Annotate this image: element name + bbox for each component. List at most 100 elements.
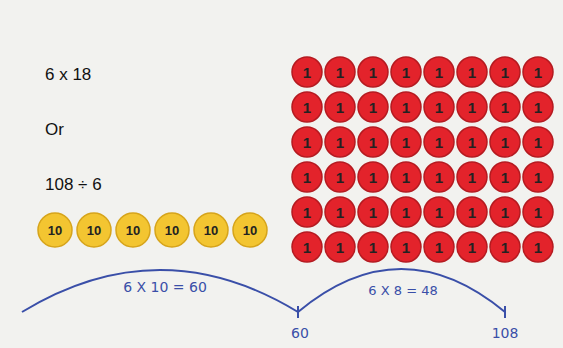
counter-value: 10	[193, 212, 229, 248]
one-counter: 1	[357, 56, 389, 88]
one-counter: 1	[357, 91, 389, 123]
arc-label: 6 X 10 = 60	[123, 279, 207, 295]
counter-value: 1	[456, 91, 488, 123]
counter-disc	[292, 197, 322, 227]
counter-value: 1	[357, 126, 389, 158]
counter-value: 1	[324, 56, 356, 88]
counter-disc	[490, 232, 520, 262]
counter-value: 1	[390, 161, 422, 193]
one-counter: 1	[324, 196, 356, 228]
counter-value: 1	[522, 126, 554, 158]
counter-disc	[391, 162, 421, 192]
counter-value: 1	[357, 91, 389, 123]
number-line-value: 108	[492, 325, 519, 341]
one-counter: 1	[522, 196, 554, 228]
counter-disc	[358, 57, 388, 87]
counter-value: 1	[390, 91, 422, 123]
counter-value: 1	[423, 161, 455, 193]
counter-value: 1	[324, 231, 356, 263]
counter-disc	[194, 213, 228, 247]
ten-counter: 10	[193, 212, 229, 248]
counter-disc	[391, 127, 421, 157]
counter-disc	[457, 197, 487, 227]
counter-value: 1	[324, 196, 356, 228]
counter-disc	[325, 162, 355, 192]
one-counter: 1	[489, 126, 521, 158]
one-counter: 1	[522, 126, 554, 158]
one-counter: 1	[489, 91, 521, 123]
counter-disc	[424, 197, 454, 227]
one-counter: 1	[390, 231, 422, 263]
counter-disc	[391, 232, 421, 262]
counter-value: 1	[291, 196, 323, 228]
one-counter: 1	[456, 91, 488, 123]
counter-value: 1	[456, 196, 488, 228]
counter-disc	[490, 162, 520, 192]
one-counter: 1	[357, 231, 389, 263]
number-line-tick	[297, 306, 299, 318]
counter-disc	[523, 57, 553, 87]
one-counter: 1	[291, 161, 323, 193]
counter-value: 1	[357, 196, 389, 228]
counter-value: 1	[522, 91, 554, 123]
counter-disc	[358, 162, 388, 192]
counter-disc	[457, 57, 487, 87]
counter-value: 1	[291, 91, 323, 123]
counter-disc	[292, 127, 322, 157]
counter-value: 1	[489, 126, 521, 158]
counter-value: 10	[37, 212, 73, 248]
counter-value: 1	[456, 126, 488, 158]
one-counter: 1	[456, 196, 488, 228]
one-counter: 1	[522, 161, 554, 193]
counter-disc	[358, 127, 388, 157]
problem-text: 6 x 18	[45, 65, 91, 85]
counter-value: 10	[76, 212, 112, 248]
counter-value: 10	[232, 212, 268, 248]
one-counter: 1	[357, 161, 389, 193]
counter-value: 1	[423, 231, 455, 263]
counter-disc	[457, 162, 487, 192]
one-counter: 1	[489, 231, 521, 263]
counter-disc	[292, 232, 322, 262]
ten-counter: 10	[115, 212, 151, 248]
one-counter: 1	[456, 231, 488, 263]
counter-value: 1	[522, 56, 554, 88]
counter-disc	[155, 213, 189, 247]
counter-disc	[391, 197, 421, 227]
one-counter: 1	[456, 56, 488, 88]
counter-disc	[116, 213, 150, 247]
problem-text: Or	[45, 120, 64, 140]
counter-value: 1	[357, 161, 389, 193]
one-counter: 1	[522, 91, 554, 123]
counter-value: 1	[324, 126, 356, 158]
number-line-tick	[504, 306, 506, 318]
counter-disc	[292, 162, 322, 192]
counter-value: 1	[390, 196, 422, 228]
counter-value: 1	[522, 161, 554, 193]
counter-value: 1	[390, 126, 422, 158]
counter-disc	[523, 127, 553, 157]
counter-disc	[424, 92, 454, 122]
counter-disc	[292, 57, 322, 87]
counter-value: 1	[423, 56, 455, 88]
one-counter: 1	[456, 161, 488, 193]
counter-value: 1	[423, 196, 455, 228]
counter-value: 1	[456, 56, 488, 88]
counter-disc	[325, 197, 355, 227]
arc-label: 6 X 8 = 48	[368, 283, 437, 298]
counter-disc	[391, 92, 421, 122]
problem-text: 108 ÷ 6	[45, 175, 102, 195]
counter-value: 1	[522, 231, 554, 263]
counter-disc	[523, 197, 553, 227]
counter-disc	[457, 92, 487, 122]
counter-value: 10	[154, 212, 190, 248]
counter-disc	[523, 232, 553, 262]
one-counter: 1	[324, 91, 356, 123]
one-counter: 1	[324, 56, 356, 88]
one-counter: 1	[390, 196, 422, 228]
one-counter: 1	[489, 161, 521, 193]
counter-value: 1	[489, 196, 521, 228]
one-counter: 1	[423, 161, 455, 193]
one-counter: 1	[522, 56, 554, 88]
counter-disc	[325, 127, 355, 157]
